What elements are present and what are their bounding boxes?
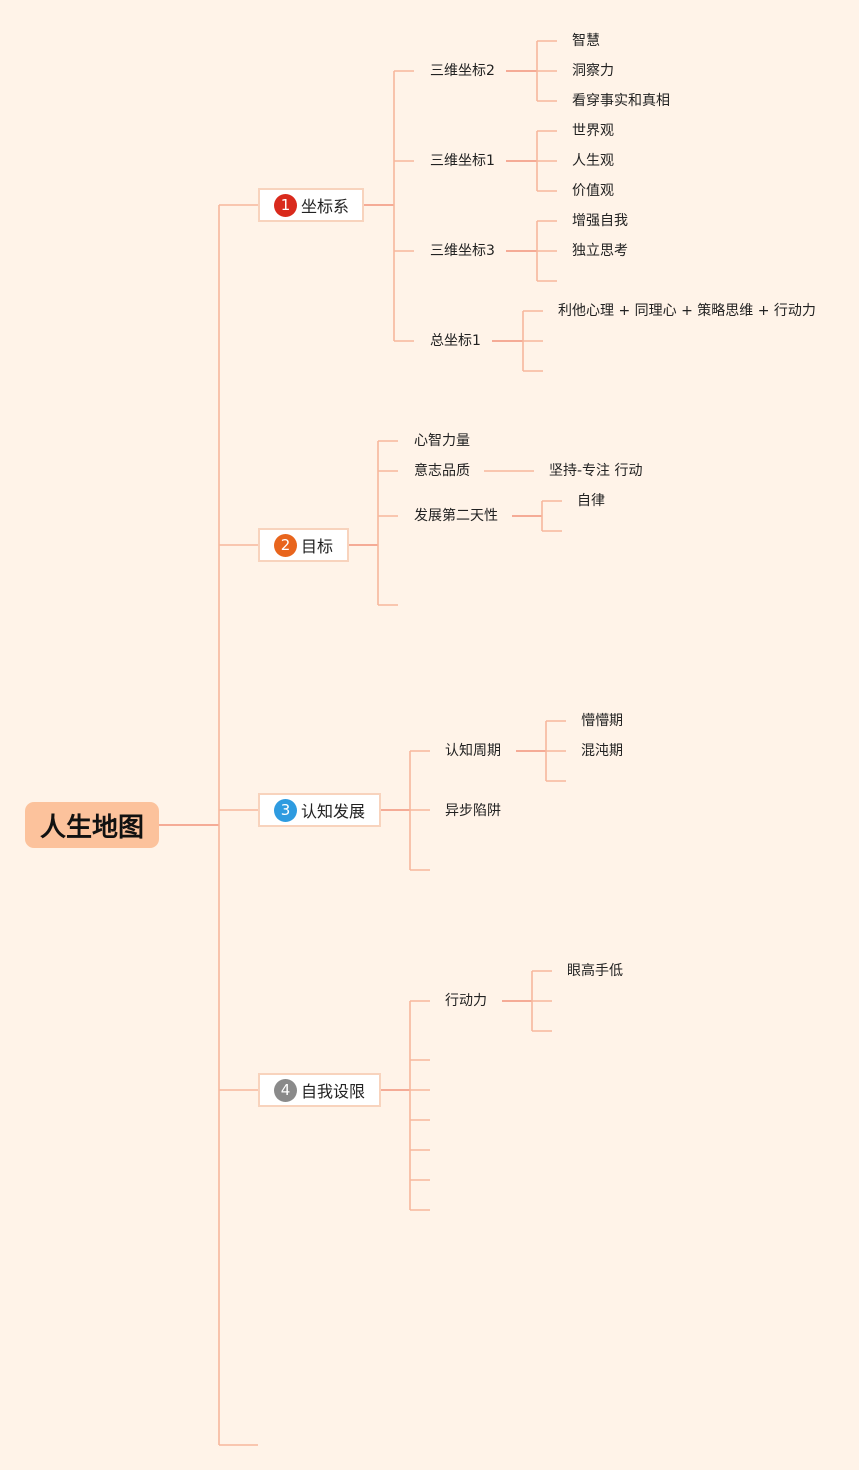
topic-persistence-focus-action[interactable]: 坚持-专注 行动 — [549, 463, 643, 479]
topic-altruism-empathy-strategy-action[interactable]: 利他心理 + 同理心 + 策略思维 + 行动力 — [558, 303, 816, 319]
topic-3d-coordinate-3[interactable]: 三维坐标3 — [430, 243, 495, 259]
topic-ignorant-stage[interactable]: 懵懵期 — [581, 713, 623, 729]
branch-node-goal[interactable]: 2 目标 — [258, 528, 349, 562]
root-label: 人生地图 — [39, 812, 144, 843]
branch-label: 认知发展 — [301, 802, 366, 821]
topic-cognitive-cycle[interactable]: 认知周期 — [445, 743, 501, 759]
branch-label: 坐标系 — [301, 197, 350, 216]
topic-3d-coordinate-2[interactable]: 三维坐标2 — [430, 63, 495, 79]
topic-strengthen-self[interactable]: 增强自我 — [572, 213, 628, 229]
topic-wisdom[interactable]: 智慧 — [572, 33, 600, 49]
topic-high-ambition-low-skill[interactable]: 眼高手低 — [567, 963, 623, 979]
topic-values[interactable]: 价值观 — [572, 183, 614, 199]
topic-independent-thinking[interactable]: 独立思考 — [572, 243, 628, 259]
topic-see-through-facts[interactable]: 看穿事实和真相 — [572, 93, 670, 109]
topic-3d-coordinate-1[interactable]: 三维坐标1 — [430, 153, 495, 169]
topic-execution[interactable]: 行动力 — [445, 993, 487, 1009]
topic-async-trap[interactable]: 异步陷阱 — [445, 803, 501, 819]
number-badge-3: 3 — [274, 798, 297, 822]
number-badge-4: 4 — [274, 1078, 297, 1102]
topic-second-nature[interactable]: 发展第二天性 — [414, 508, 498, 524]
topic-insight[interactable]: 洞察力 — [572, 63, 614, 79]
topic-self-discipline[interactable]: 自律 — [577, 493, 605, 509]
branch-node-self-limitation[interactable]: 4 自我设限 — [258, 1073, 381, 1107]
branch-label: 自我设限 — [301, 1082, 366, 1101]
branch-node-coordinate-system[interactable]: 1 坐标系 — [258, 188, 364, 222]
branch-label: 目标 — [301, 537, 334, 556]
branch-node-cognitive-development[interactable]: 3 认知发展 — [258, 793, 381, 827]
root-node[interactable]: 人生地图 — [25, 802, 159, 848]
topic-mental-strength[interactable]: 心智力量 — [414, 433, 470, 449]
topic-willpower[interactable]: 意志品质 — [414, 463, 470, 479]
topic-chaotic-stage[interactable]: 混沌期 — [581, 743, 623, 759]
topic-outlook-on-life[interactable]: 人生观 — [572, 153, 614, 169]
topic-worldview[interactable]: 世界观 — [572, 123, 614, 139]
topic-master-coordinate-1[interactable]: 总坐标1 — [430, 333, 481, 349]
number-badge-2: 2 — [274, 533, 297, 557]
number-badge-1: 1 — [274, 193, 297, 217]
